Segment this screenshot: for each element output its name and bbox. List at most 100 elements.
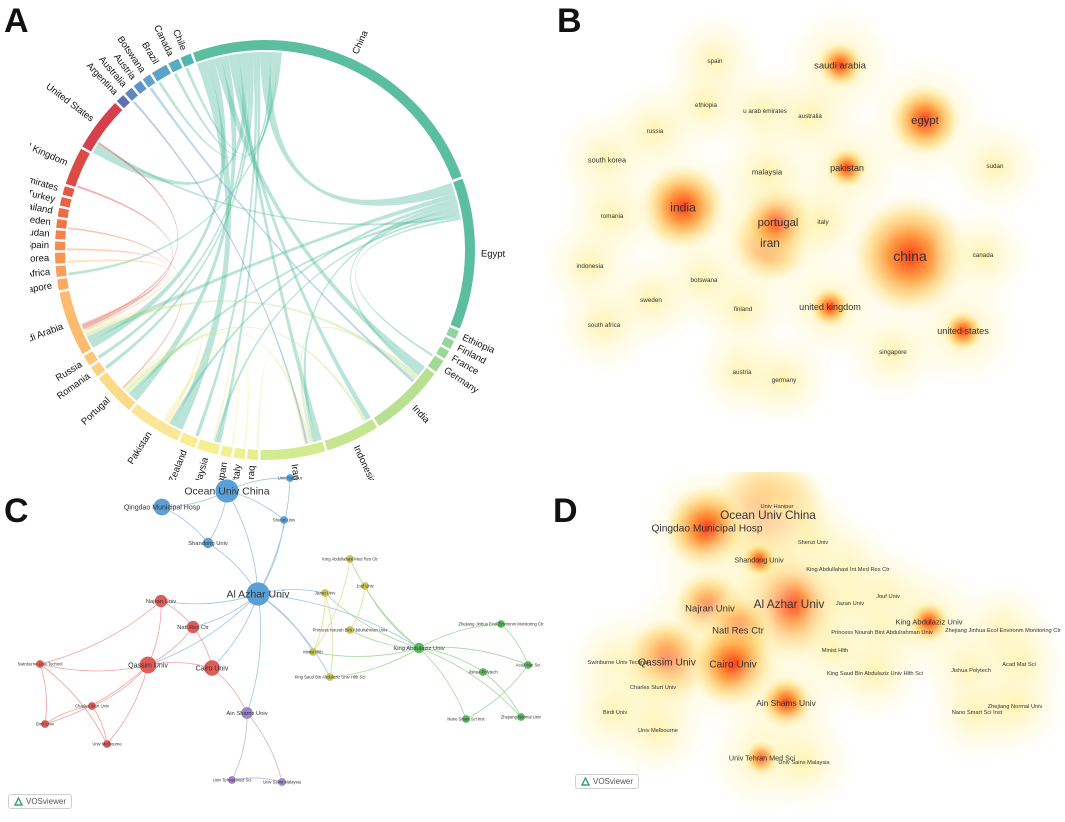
panel-label-b: B <box>557 2 582 40</box>
d-label-minist-hlth: Minist Hlth <box>822 648 849 654</box>
network-label-nano-smart-sci-inst: Nano Smart Sci Inst <box>447 716 485 721</box>
network-node-king-abdulaziz-univ <box>413 642 425 654</box>
chord-label-portugal: Portugal <box>79 395 112 427</box>
network-label-univ-melbourne: Univ Melbourne <box>92 741 122 746</box>
chord-label-sudan: Sudan <box>30 227 50 240</box>
network-edge-king-abdulaziz-univ-jouf-univ <box>364 585 420 649</box>
b-label-india: india <box>670 200 696 214</box>
network-label-swinburne-univ-technol: Swinburne Univ Technol <box>18 661 63 666</box>
network-label-ocean-univ-china: Ocean Univ China <box>184 486 269 498</box>
d-label-swinburne-univ-technol: Swinburne Univ Technol <box>588 660 649 666</box>
b-label-pakistan: pakistan <box>830 163 864 173</box>
network-node-birdi-univ <box>41 720 49 728</box>
d-label-acad-mat-sci: Acad Mat Sci <box>1002 662 1036 668</box>
chord-ribbon-egypt-iran <box>303 205 459 443</box>
b-label-china: china <box>893 248 927 264</box>
network-edge-king-abdulaziz-univ-zhejiang-jinhua-ecol-environm-monitoring-ctr <box>418 623 502 649</box>
network-label-jouf-univ: Jouf Univ <box>356 583 374 588</box>
network-node-univ-tehran-med-sci <box>228 776 236 784</box>
vosviewer-badge-d: VOSviewer <box>575 774 640 789</box>
network-label-shenzi-univ: Shenzi Univ <box>273 517 296 522</box>
chord-arc-iraq <box>247 449 259 460</box>
network-edge-natl-res-ctr-qassim-univ <box>147 626 194 666</box>
network-node-acad-mat-sci <box>524 661 532 669</box>
d-label-univ-sains-malaysia: Univ Sains Malaysia <box>778 760 830 766</box>
d-label-univ-melbourne: Univ Melbourne <box>638 728 678 734</box>
d-halo-zhejiang-normal-univ <box>961 652 1065 760</box>
chord-ribbon-china-iran <box>233 53 322 442</box>
chord-arc-pakistan <box>130 403 182 441</box>
chord-label-spain: Spain <box>30 240 49 251</box>
chord-arc-united-kingdom <box>65 148 90 187</box>
network-edge-shenzi-univ-al-azhar-univ <box>257 519 285 595</box>
network-node-al-azhar-univ <box>246 582 270 606</box>
panel-label-c: C <box>4 492 29 530</box>
d-label-princess-nourah-bint-abdulrahman-univ: Princess Nourah Bint Abdulrahman Univ <box>831 630 933 636</box>
chord-ribbon-egypt-saudi-arabia <box>87 192 457 342</box>
chord-label-pakistan: Pakistan <box>126 430 155 467</box>
d-label-charles-sturt-univ: Charles Sturt Univ <box>630 685 676 691</box>
chord-arc-thailand <box>57 207 70 219</box>
network-label-charles-sturt-univ: Charles Sturt Univ <box>75 703 110 708</box>
chord-arc-u-arab-emirates <box>62 186 75 198</box>
network-node-jishua-polytech <box>479 668 487 676</box>
network-edge-jouf-univ-princess-nourah-bint-abdulrahman-univ <box>349 585 366 631</box>
d-halo-univ-sains-malaysia <box>750 708 858 816</box>
network-edge-king-abdulaziz-univ-king-abdullahasi-med-res-ctr <box>349 558 420 649</box>
network-label-qassim-univ: Qassim Univ <box>128 662 168 669</box>
b-label-germany: germany <box>772 377 797 384</box>
network-node-swinburne-univ-technol <box>36 660 44 668</box>
d-density-blobs <box>561 439 1065 818</box>
chord-label-south-korea: South Korea <box>30 253 50 266</box>
network-node-ain-shams-univ <box>241 707 253 719</box>
vosviewer-logo-icon <box>13 796 24 806</box>
network-node-zhejiang-normal-univ <box>517 713 525 721</box>
chord-arc-malaysia <box>196 439 221 455</box>
b-hotspot-united-kingdom <box>809 286 851 328</box>
chord-label-iraq: Iraq <box>246 465 258 480</box>
network-edge-swinburne-univ-technol-univ-melbourne <box>39 663 108 745</box>
b-label-australia: australia <box>798 113 822 120</box>
chord-arc-south-korea <box>55 252 66 264</box>
network-edge-al-azhar-univ-cairo-univ <box>211 593 259 669</box>
chord-arc-sweden <box>56 219 68 229</box>
chord-diagram: ChinaEgyptEthiopiaFinlandFranceGermanyIn… <box>30 23 506 480</box>
chord-ribbons <box>67 52 461 448</box>
d-label-birdi-univ: Birdi Univ <box>603 710 627 716</box>
chord-arc-russia <box>83 351 98 366</box>
network-edge-qassim-univ-univ-melbourne <box>106 664 149 745</box>
network-node-univ-melbourne <box>103 740 111 748</box>
chord-label-united-kingdom: United Kingdom <box>30 131 69 168</box>
b-label-italy: italy <box>817 219 829 226</box>
network-node-shandong-univ <box>202 537 214 549</box>
network-label-jazan-univ: Jazan Univ <box>315 590 337 595</box>
b-halo-australia <box>757 63 863 169</box>
network-node-king-abdullahasi-med-res-ctr <box>346 555 354 563</box>
chord-arc-canada <box>168 58 183 73</box>
chord-arc-chile <box>180 53 195 67</box>
chord-ribbon-egypt-germany <box>355 217 461 357</box>
b-halo-italy <box>770 169 876 275</box>
chord-arc-new-zealand <box>179 432 198 448</box>
network-edge-qassim-univ-birdi-univ <box>44 664 149 725</box>
chord-label-india: India <box>409 403 432 426</box>
vosviewer-badge: VOSviewer <box>8 794 73 809</box>
d-label-al-azhar-univ: Al Azhar Univ <box>754 597 825 611</box>
chord-arc-romania <box>90 361 106 377</box>
chord-ribbon-china-new-zealand <box>195 52 258 437</box>
chord-arc-austria <box>133 80 147 94</box>
chord-arc-ethiopia <box>446 326 459 339</box>
b-label-indonesia: indonesia <box>577 263 604 270</box>
network-edge-ocean-univ-china-al-azhar-univ <box>226 490 259 595</box>
chord-arc-united-states <box>82 102 123 152</box>
chord-label-japan: Japan <box>214 461 230 480</box>
chord-arcs: ChinaEgyptEthiopiaFinlandFranceGermanyIn… <box>30 23 506 480</box>
network-node-ocean-univ-china <box>215 479 239 503</box>
d-label-shandong-univ: Shandong Univ <box>734 556 784 565</box>
network-label-princess-nourah-bint-abdulrahman-univ: Princess Nourah Bint Abdulrahman Univ <box>313 627 389 632</box>
